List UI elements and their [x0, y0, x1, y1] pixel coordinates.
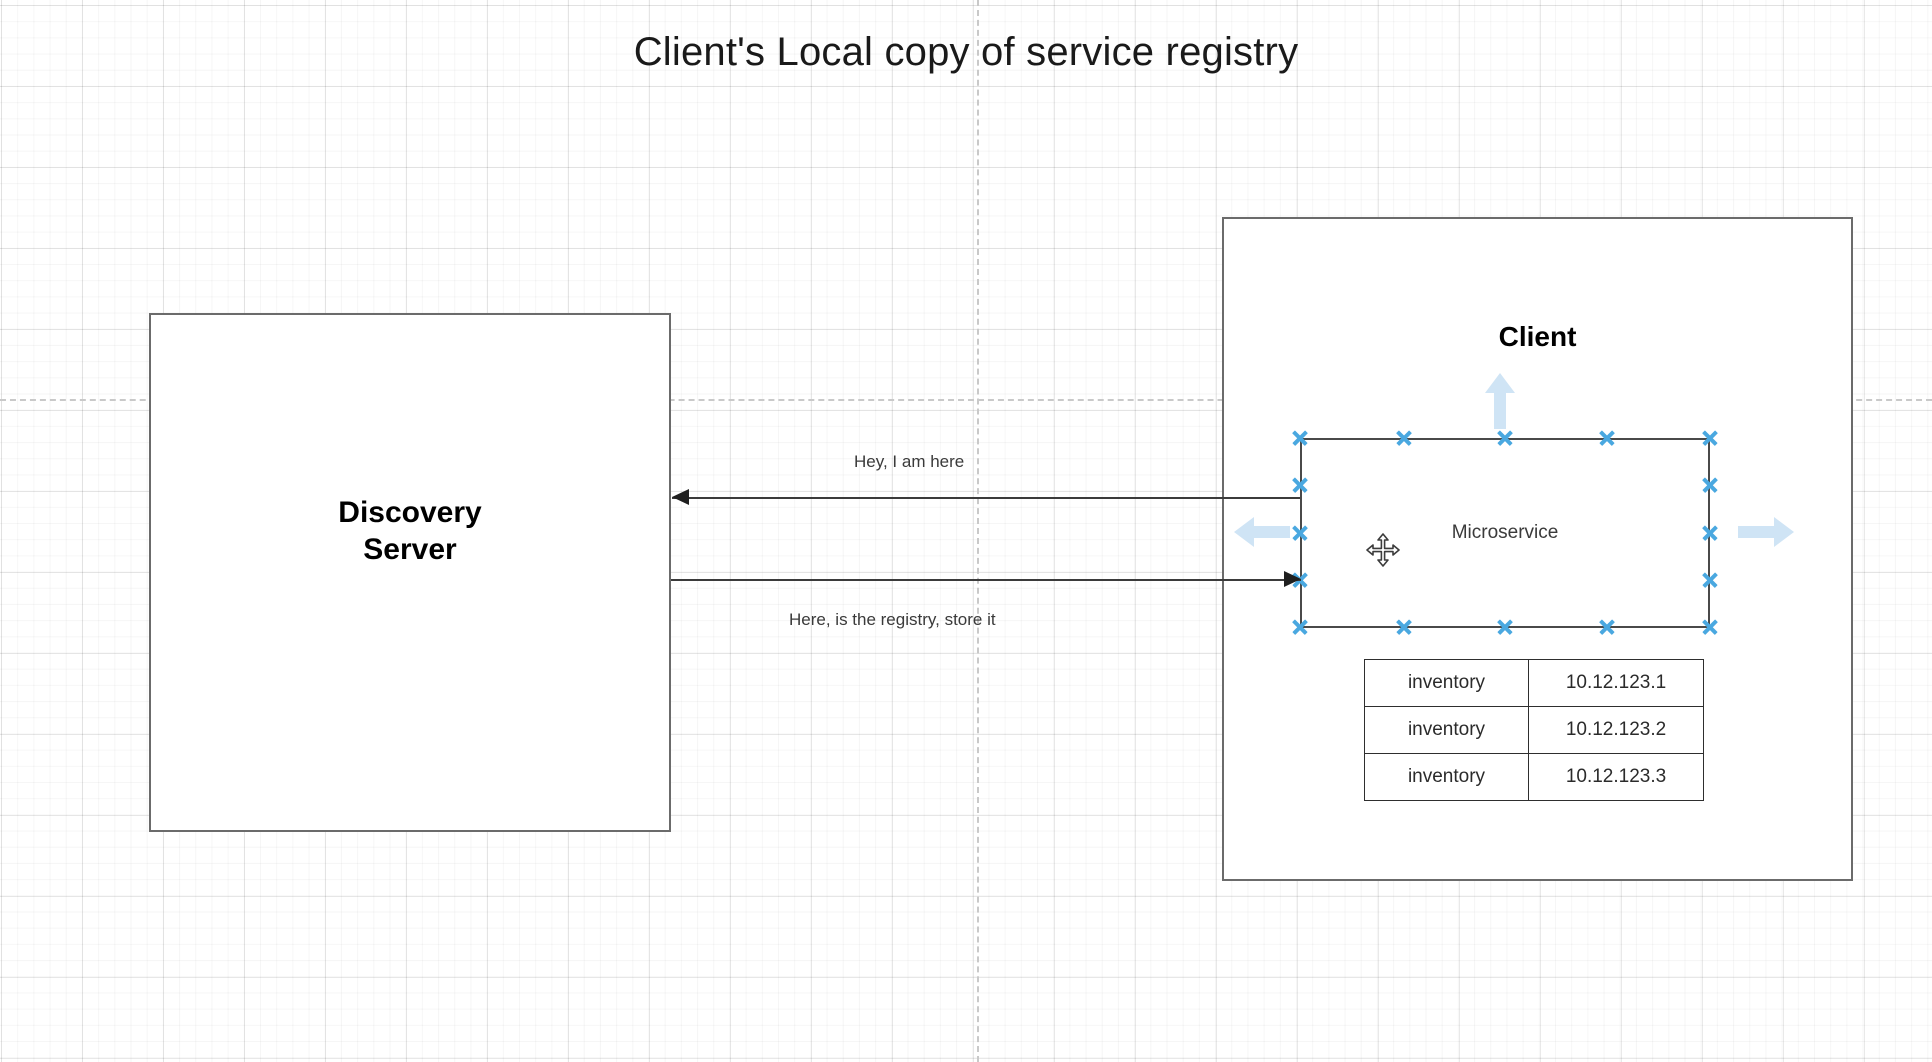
- resize-handle-bottom-center[interactable]: [1497, 619, 1514, 636]
- resize-handle-right-upper[interactable]: [1702, 477, 1719, 494]
- move-cursor-icon: [1366, 533, 1400, 567]
- registry-address-cell: 10.12.123.3: [1528, 753, 1704, 801]
- resize-handle-left-middle[interactable]: [1292, 525, 1309, 542]
- client-label: Client: [1498, 321, 1577, 352]
- edge-registry-copy-label: Here, is the registry, store it: [789, 610, 996, 629]
- edge-registry-copy-arrowhead: [1284, 571, 1301, 587]
- resize-handle-bottom-left[interactable]: [1292, 619, 1309, 636]
- page-guide-horizontal: [0, 399, 1932, 401]
- edge-register-label: Hey, I am here: [854, 452, 965, 471]
- edge-registry-copy-line[interactable]: [671, 579, 1301, 581]
- resize-handle-bottom-1[interactable]: [1396, 619, 1413, 636]
- page-guide-vertical: [977, 0, 979, 1062]
- shape-discovery-server[interactable]: [149, 313, 671, 832]
- resize-handle-right-middle[interactable]: [1702, 525, 1719, 542]
- resize-handle-right-lower[interactable]: [1702, 572, 1719, 589]
- resize-handle-top-1[interactable]: [1396, 430, 1413, 447]
- registry-service-cell: inventory: [1364, 753, 1529, 801]
- resize-handle-top-left[interactable]: [1292, 430, 1309, 447]
- resize-handle-top-center[interactable]: [1497, 430, 1514, 447]
- registry-address-cell: 10.12.123.2: [1528, 706, 1704, 754]
- arrow-left-icon[interactable]: [1232, 514, 1292, 550]
- page-title: Client's Local copy of service registry: [633, 30, 1299, 74]
- resize-handle-bottom-right[interactable]: [1702, 619, 1719, 636]
- resize-handle-left-upper[interactable]: [1292, 477, 1309, 494]
- arrow-right-icon[interactable]: [1736, 514, 1796, 550]
- discovery-server-label: Discovery Server: [338, 496, 482, 566]
- resize-handle-bottom-2[interactable]: [1599, 619, 1616, 636]
- resize-handle-top-right[interactable]: [1702, 430, 1719, 447]
- microservice-label: Microservice: [1451, 522, 1559, 543]
- registry-service-cell: inventory: [1364, 706, 1529, 754]
- edge-register-arrowhead: [672, 489, 689, 505]
- shape-microservice[interactable]: [1300, 438, 1710, 628]
- resize-handle-top-2[interactable]: [1599, 430, 1616, 447]
- edge-register-line[interactable]: [672, 497, 1300, 499]
- registry-address-cell: 10.12.123.1: [1528, 659, 1704, 707]
- arrow-up-icon[interactable]: [1482, 371, 1518, 431]
- registry-service-cell: inventory: [1364, 659, 1529, 707]
